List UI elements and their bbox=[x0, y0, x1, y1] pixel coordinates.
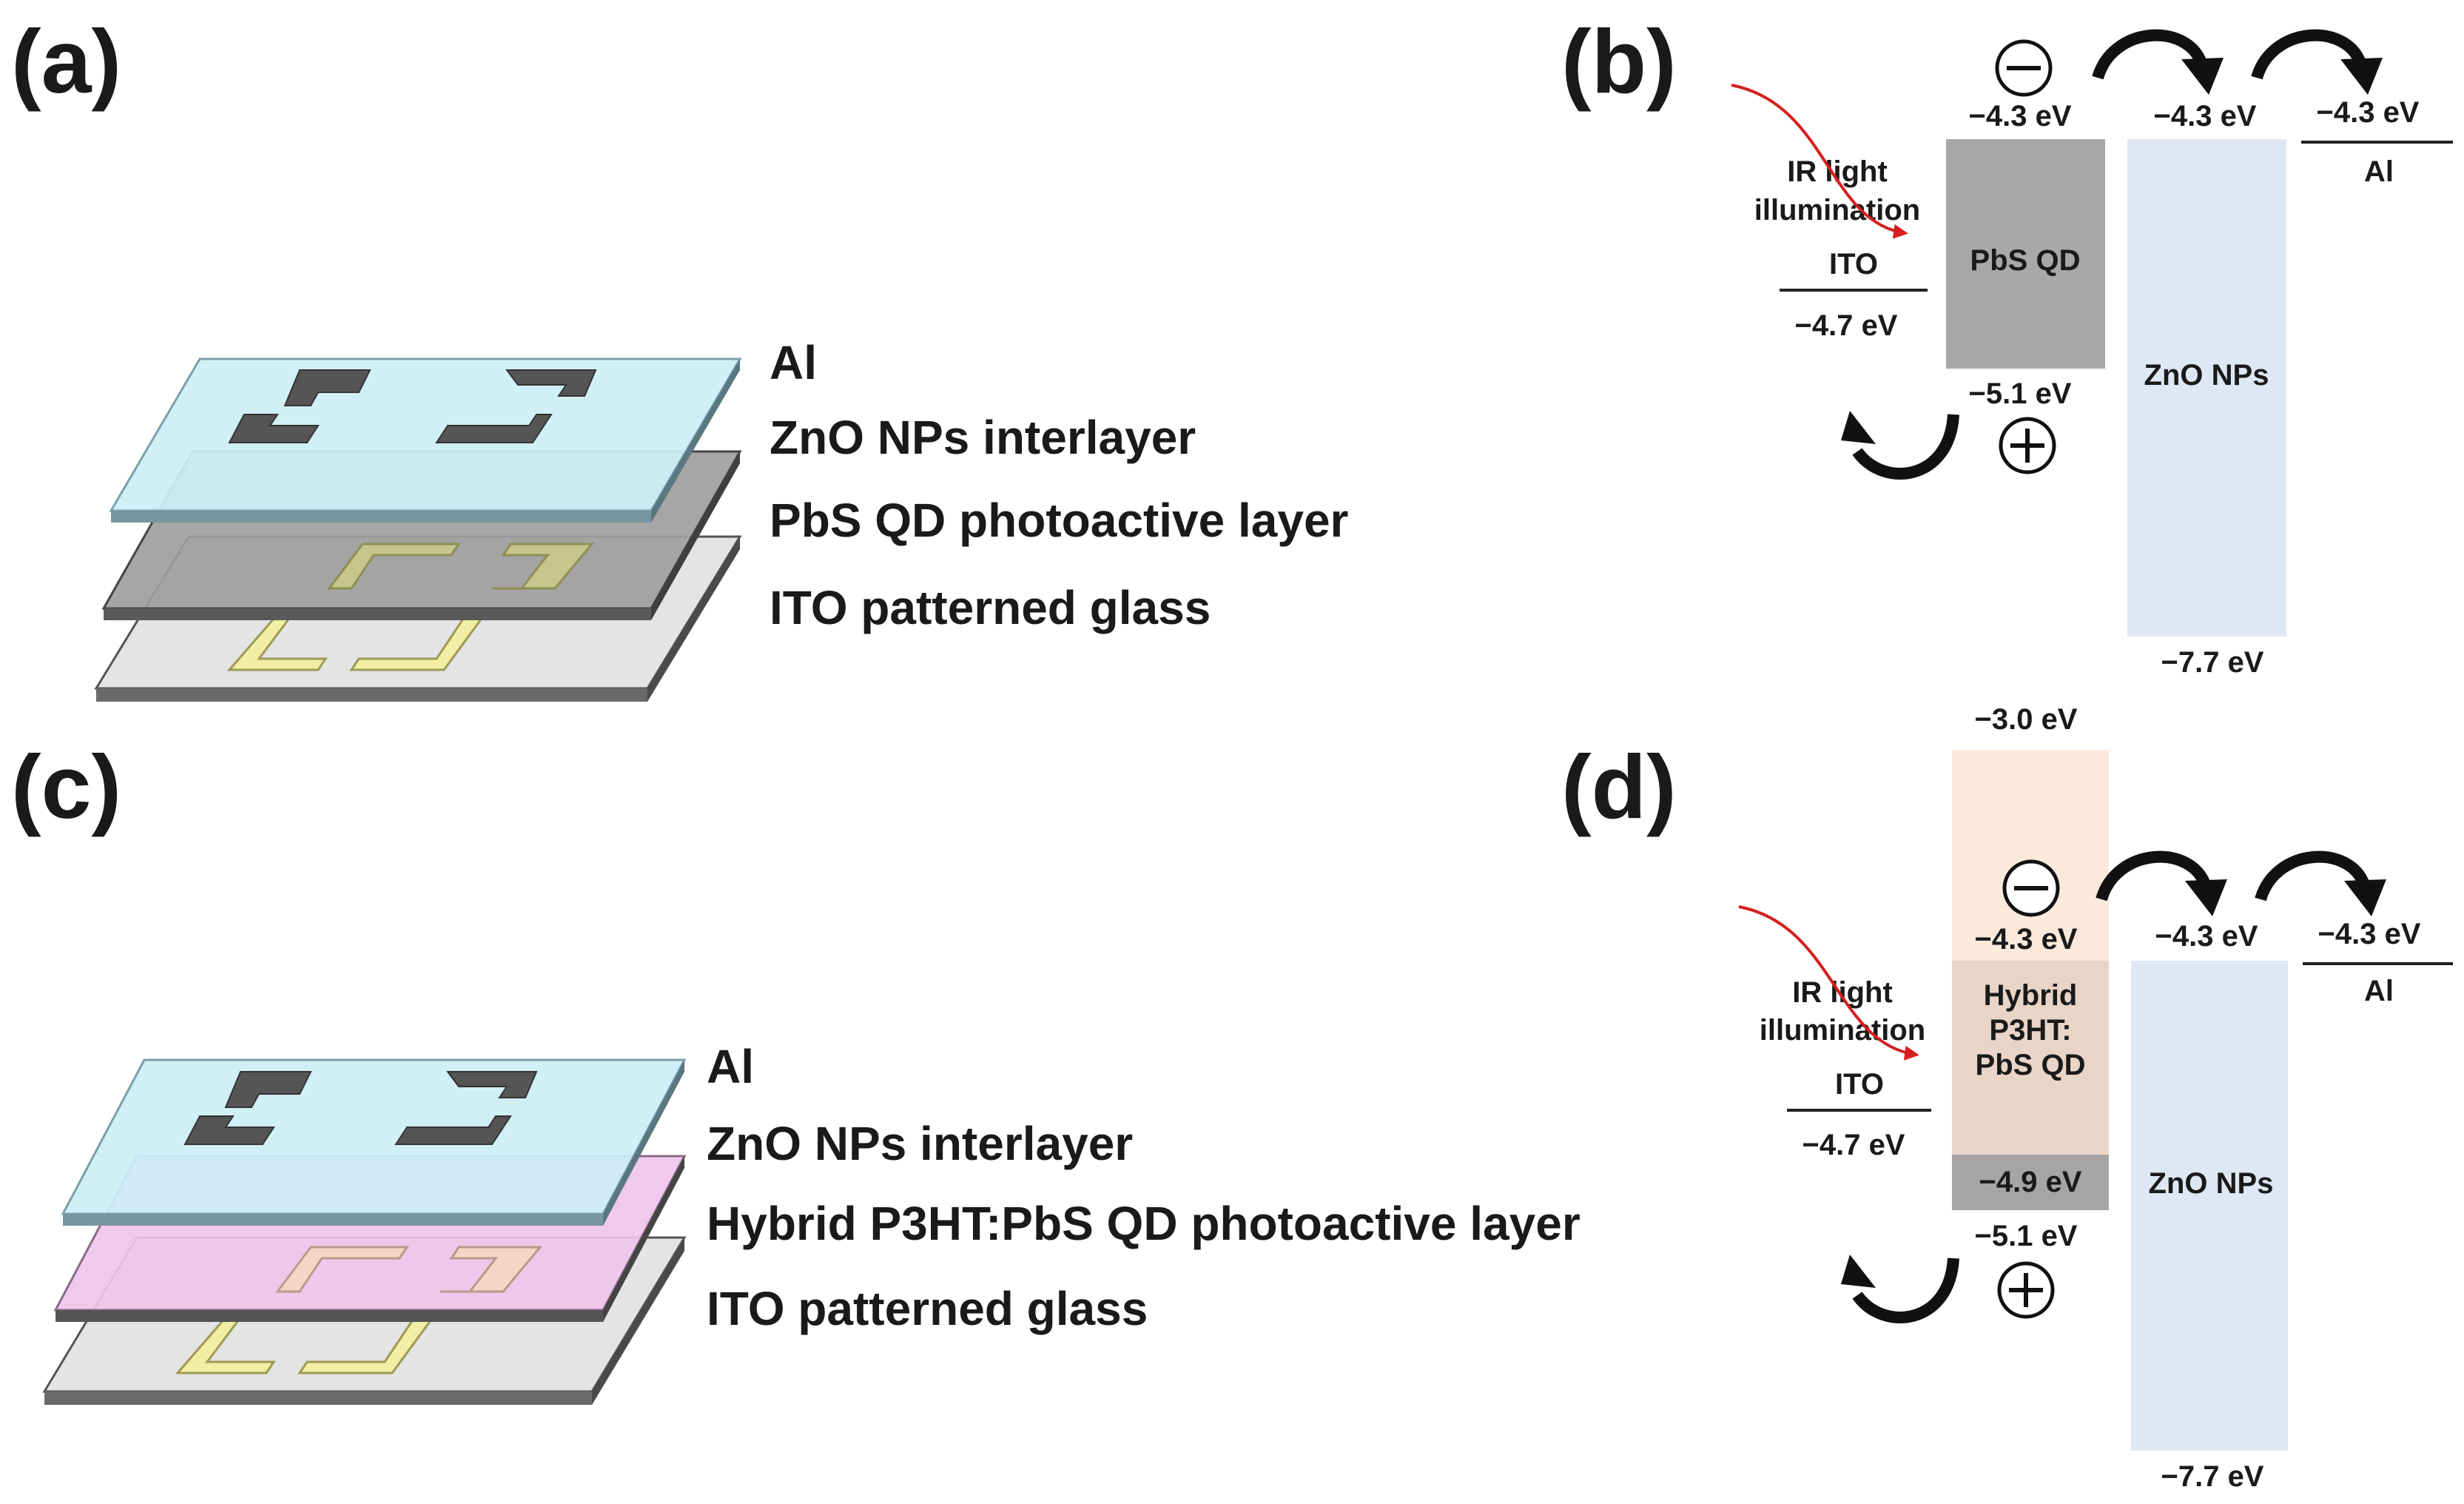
hole-transfer-arrow bbox=[1841, 1255, 1959, 1323]
electron-transfer-arrow bbox=[2251, 29, 2383, 95]
panel-label-d: (d) bbox=[1561, 736, 1677, 837]
ir-text-b-2: illumination bbox=[1754, 194, 1920, 226]
panel-label-b: (b) bbox=[1561, 11, 1677, 112]
hole-symbol bbox=[1999, 417, 2056, 474]
zno-name-b: ZnO NPs bbox=[2144, 359, 2269, 392]
layer-label-pbs-a: PbS QD photoactive layer bbox=[770, 494, 1348, 547]
hybrid-homo-d: −4.9 eV bbox=[1979, 1166, 2081, 1198]
zno-name-d: ZnO NPs bbox=[2149, 1167, 2274, 1200]
layer-label-al-c: Al bbox=[707, 1040, 754, 1093]
zno-band bbox=[2127, 139, 2286, 637]
layer-label-hybrid-c: Hybrid P3HT:PbS QD photoactive layer bbox=[707, 1197, 1581, 1250]
al-zno-layer-c bbox=[61, 1058, 687, 1226]
al-name-b: Al bbox=[2364, 155, 2394, 188]
zno-top-d: −4.3 eV bbox=[2155, 920, 2258, 953]
hybrid-band-homo bbox=[1952, 1155, 2109, 1210]
hole-transfer-arrow bbox=[1841, 411, 1959, 480]
layer-label-zno-c: ZnO NPs interlayer bbox=[707, 1117, 1133, 1170]
al-value-d: −4.3 eV bbox=[2317, 918, 2420, 950]
ito-pattern bbox=[440, 1246, 543, 1293]
panel-label-c: (c) bbox=[11, 736, 121, 837]
panel-c: (c) Al ZnO NPs interlaye bbox=[11, 736, 1581, 1405]
ito-name-b: ITO bbox=[1829, 248, 1878, 281]
hybrid-band-mid bbox=[1952, 961, 2109, 1155]
pbs-top-b: −4.3 eV bbox=[1968, 100, 2071, 132]
electrode bbox=[505, 369, 597, 397]
al-value-b: −4.3 eV bbox=[2316, 96, 2419, 129]
electron-transfer-arrow bbox=[2255, 850, 2386, 916]
pbs-bottom-b: −5.1 eV bbox=[1968, 377, 2071, 410]
panel-label-a: (a) bbox=[11, 11, 121, 112]
pbs-name-b: PbS QD bbox=[1970, 244, 2081, 277]
layer-label-al-a: Al bbox=[770, 336, 817, 389]
electron-transfer-arrow bbox=[2092, 29, 2224, 95]
ir-light-arrow bbox=[1731, 84, 1908, 239]
zno-bottom-d: −7.7 eV bbox=[2161, 1460, 2263, 1493]
ito-pattern bbox=[275, 1246, 409, 1293]
ir-light-arrow bbox=[1738, 905, 1919, 1061]
hybrid-name-d-1: Hybrid bbox=[1984, 979, 2078, 1012]
al-zno-layer-a bbox=[109, 357, 742, 523]
ito-pattern bbox=[492, 543, 595, 590]
electrode bbox=[184, 1115, 275, 1145]
ir-text-d-1: IR light bbox=[1792, 976, 1893, 1009]
hybrid-top-d: −3.0 eV bbox=[1974, 703, 2077, 736]
electron-symbol bbox=[2002, 859, 2060, 917]
pbs-band bbox=[1946, 139, 2105, 369]
ir-text-b-1: IR light bbox=[1787, 155, 1888, 188]
hybrid-band-top bbox=[1952, 750, 2109, 961]
ito-name-d: ITO bbox=[1835, 1068, 1884, 1101]
electron-symbol bbox=[1995, 39, 2053, 97]
ito-value-d: −4.7 eV bbox=[1802, 1129, 1905, 1161]
zno-top-b: −4.3 eV bbox=[2153, 100, 2256, 132]
electron-transfer-arrow bbox=[2096, 850, 2227, 916]
hybrid-name-d-3: PbS QD bbox=[1976, 1049, 2086, 1081]
electrode bbox=[435, 414, 553, 443]
layer-label-zno-a: ZnO NPs interlayer bbox=[770, 411, 1196, 464]
electrode bbox=[228, 414, 320, 443]
ito-pattern bbox=[327, 543, 461, 590]
hybrid-bottom-d: −5.1 eV bbox=[1974, 1220, 2077, 1252]
layer-label-ito-c: ITO patterned glass bbox=[707, 1282, 1148, 1335]
zno-bottom-b: −7.7 eV bbox=[2161, 646, 2263, 679]
layer-label-ito-a: ITO patterned glass bbox=[770, 581, 1211, 634]
hybrid-name-d-2: P3HT: bbox=[1989, 1014, 2071, 1047]
al-name-d: Al bbox=[2364, 975, 2394, 1007]
ir-text-d-2: illumination bbox=[1760, 1014, 1925, 1047]
electrode bbox=[283, 369, 371, 406]
hole-symbol bbox=[1997, 1261, 2055, 1319]
panel-d: (d) ITO −4.7 eV IR light illumination −3… bbox=[1561, 703, 2453, 1493]
hybrid-mid-d: −4.3 eV bbox=[1974, 923, 2077, 956]
panel-b: (b) ITO −4.7 eV IR light illumination Pb… bbox=[1561, 11, 2453, 679]
electrode bbox=[224, 1071, 312, 1108]
electrode bbox=[446, 1071, 538, 1098]
ito-value-b: −4.7 eV bbox=[1794, 309, 1897, 342]
zno-band bbox=[2131, 961, 2288, 1451]
electrode bbox=[394, 1115, 512, 1145]
panel-a: (a) Al ZnO NPs interlaye bbox=[11, 11, 1348, 702]
